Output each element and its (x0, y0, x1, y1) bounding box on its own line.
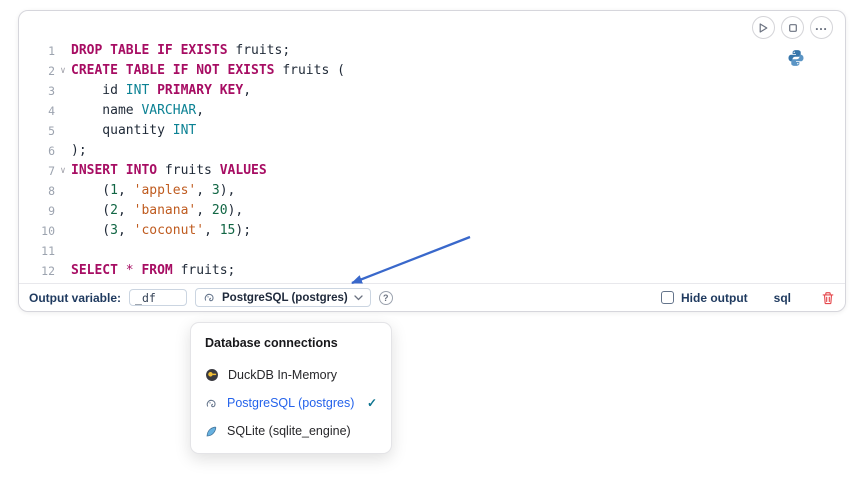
hide-output-label[interactable]: Hide output (681, 290, 748, 305)
fold-spacer (55, 201, 71, 221)
menu-item-duckdb[interactable]: DuckDB In-Memory (191, 361, 391, 389)
footer-right-group: Hide output sql (661, 291, 835, 305)
ellipsis-icon: … (814, 18, 829, 33)
database-connections-menu: Database connections DuckDB In-Memory Po… (190, 322, 392, 454)
code-text: (1, 'apples', 3), (71, 183, 236, 198)
line-number: 4 (48, 104, 55, 118)
code-line[interactable]: 3 id INT PRIMARY KEY, (19, 81, 845, 101)
code-line[interactable]: 8 (1, 'apples', 3), (19, 181, 845, 201)
code-text: ); (71, 143, 87, 158)
postgresql-icon (205, 397, 218, 410)
line-number: 6 (48, 144, 55, 158)
sql-cell: … 1 DROP TABLE IF EXISTS fruits; 2 ∨ CREATE … (18, 10, 846, 312)
fold-spacer (55, 81, 71, 101)
line-number: 9 (48, 204, 55, 218)
cell-action-buttons: … (752, 16, 833, 39)
code-line[interactable]: 11 (19, 241, 845, 261)
code-editor[interactable]: 1 DROP TABLE IF EXISTS fruits; 2 ∨ CREATE TA… (19, 41, 845, 283)
code-line[interactable]: 4 name VARCHAR, (19, 101, 845, 121)
code-text: name VARCHAR, (71, 103, 205, 118)
chevron-down-icon (354, 294, 363, 301)
code-text: DROP TABLE IF EXISTS fruits; (71, 43, 291, 58)
menu-item-label: SQLite (sqlite_engine) (227, 424, 351, 438)
code-line[interactable]: 2 ∨ CREATE TABLE IF NOT EXISTS fruits ( (19, 61, 845, 81)
check-icon: ✓ (366, 396, 377, 410)
python-icon[interactable] (787, 49, 805, 72)
postgresql-icon (203, 291, 216, 304)
line-number: 11 (41, 244, 55, 258)
line-number: 5 (48, 124, 55, 138)
code-line[interactable]: 5 quantity INT (19, 121, 845, 141)
hide-output-checkbox[interactable] (661, 291, 674, 304)
help-icon[interactable]: ? (378, 290, 393, 305)
line-number: 12 (41, 264, 55, 278)
delete-cell-button[interactable] (821, 291, 835, 305)
stop-button[interactable] (781, 16, 804, 39)
more-options-button[interactable]: … (810, 16, 833, 39)
menu-item-label: DuckDB In-Memory (228, 368, 338, 382)
line-number: 1 (48, 44, 55, 58)
menu-title: Database connections (205, 336, 338, 350)
output-variable-label: Output variable: (29, 290, 122, 305)
code-line[interactable]: 1 DROP TABLE IF EXISTS fruits; (19, 41, 845, 61)
code-text: CREATE TABLE IF NOT EXISTS fruits ( (71, 63, 345, 78)
duckdb-icon (205, 368, 219, 382)
code-text: INSERT INTO fruits VALUES (71, 163, 267, 178)
line-number: 3 (48, 84, 55, 98)
line-number: 10 (41, 224, 55, 238)
code-text: (2, 'banana', 20), (71, 203, 244, 218)
menu-item-label: PostgreSQL (postgres) (227, 396, 355, 410)
menu-item-sqlite[interactable]: SQLite (sqlite_engine) (191, 417, 391, 445)
code-text: SELECT * FROM fruits; (71, 263, 236, 278)
code-line[interactable]: 9 (2, 'banana', 20), (19, 201, 845, 221)
fold-spacer (55, 141, 71, 161)
fold-chevron-icon[interactable]: ∨ (60, 166, 66, 176)
code-text: quantity INT (71, 123, 197, 138)
output-variable-input[interactable] (129, 289, 188, 306)
code-text: (3, 'coconut', 15); (71, 223, 252, 238)
sqlite-icon (205, 425, 218, 438)
line-number: 2 (48, 64, 55, 78)
trash-icon (822, 291, 834, 304)
fold-spacer (55, 241, 71, 261)
connection-label: PostgreSQL (postgres) (222, 291, 348, 304)
line-number: 7 (48, 164, 55, 178)
fold-spacer (55, 221, 71, 241)
fold-spacer (55, 121, 71, 141)
run-button[interactable] (752, 16, 775, 39)
code-line[interactable]: 6); (19, 141, 845, 161)
fold-spacer (55, 181, 71, 201)
connection-dropdown[interactable]: PostgreSQL (postgres) (195, 288, 371, 307)
menu-item-postgresql[interactable]: PostgreSQL (postgres) ✓ (191, 389, 391, 417)
play-icon (759, 22, 768, 33)
fold-spacer (55, 101, 71, 121)
stop-icon (788, 23, 797, 32)
cell-footer-toolbar: Output variable: PostgreSQL (postgres) ?… (19, 283, 845, 311)
code-text: id INT PRIMARY KEY, (71, 83, 252, 98)
fold-spacer (55, 41, 71, 61)
fold-chevron-icon[interactable]: ∨ (60, 66, 66, 76)
line-number: 8 (48, 184, 55, 198)
language-label[interactable]: sql (773, 290, 791, 305)
code-line[interactable]: 10 (3, 'coconut', 15); (19, 221, 845, 241)
code-line[interactable]: 12 SELECT * FROM fruits; (19, 261, 845, 281)
fold-spacer (55, 261, 71, 281)
code-line[interactable]: 7 ∨ INSERT INTO fruits VALUES (19, 161, 845, 181)
